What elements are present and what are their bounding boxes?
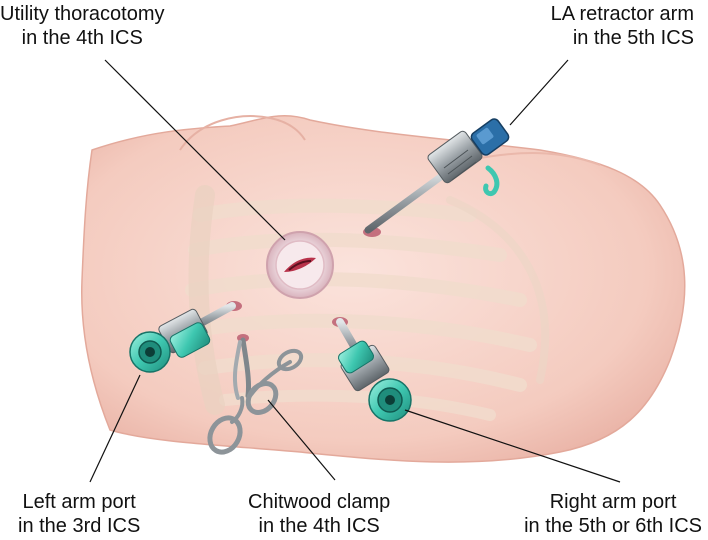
label-utility-thoracotomy: Utility thoracotomy in the 4th ICS	[0, 2, 165, 50]
leader-left-port	[89, 374, 141, 483]
utility-incision	[266, 231, 334, 299]
label-la-line1: LA retractor arm	[550, 3, 694, 25]
label-chitwood-clamp: Chitwood clamp in the 4th ICS	[248, 490, 390, 538]
la-retractor-arm	[363, 118, 510, 237]
chitwood-clamp	[207, 334, 304, 455]
label-left-port-line1: Left arm port	[22, 491, 136, 513]
leader-utility	[104, 59, 286, 241]
leader-lines	[89, 59, 621, 483]
left-arm-port	[129, 301, 242, 373]
label-utility-line2: in the 4th ICS	[21, 27, 143, 49]
label-right-arm-port: Right arm port in the 5th or 6th ICS	[524, 490, 702, 538]
label-chitwood-line1: Chitwood clamp	[248, 491, 391, 513]
right-arm-port	[332, 317, 412, 422]
label-right-port-line2: in the 5th or 6th ICS	[524, 515, 702, 537]
label-chitwood-line2: in the 4th ICS	[258, 515, 380, 537]
torso-skin	[81, 115, 686, 463]
label-right-port-line1: Right arm port	[549, 491, 677, 513]
leader-chitwood	[267, 399, 336, 481]
label-left-port-line2: in the 3rd ICS	[18, 515, 141, 537]
leader-right-port	[404, 409, 621, 483]
label-la-retractor-arm: LA retractor arm in the 5th ICS	[551, 2, 694, 50]
label-la-line2: in the 5th ICS	[572, 27, 694, 49]
leader-la-arm	[509, 59, 569, 126]
label-left-arm-port: Left arm port in the 3rd ICS	[18, 490, 140, 538]
label-utility-line1: Utility thoracotomy	[0, 3, 165, 25]
